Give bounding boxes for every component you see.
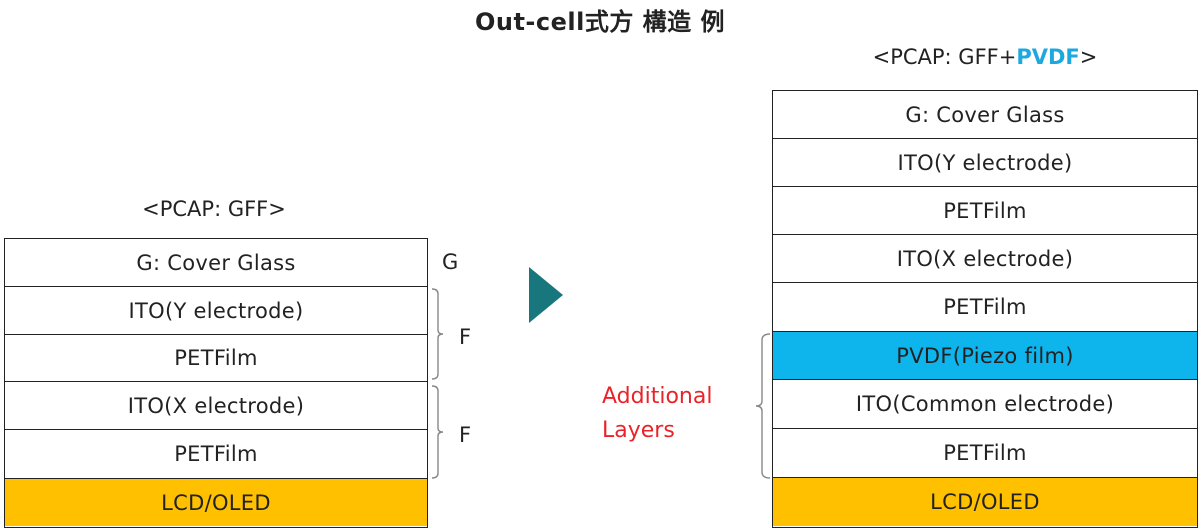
right-stack-header: <PCAP: GFF+PVDF>	[772, 45, 1198, 69]
right-layer-pet-film-1: PETFilm	[773, 187, 1197, 235]
left-stack-header: <PCAP: GFF>	[142, 197, 286, 221]
right-layer-cover-glass: G: Cover Glass	[773, 91, 1197, 139]
right-layer-lcd-oled: LCD/OLED	[773, 478, 1197, 526]
left-layer-ito-y: ITO(Y electrode)	[5, 287, 427, 335]
right-layer-ito-common: ITO(Common electrode)	[773, 380, 1197, 429]
additional-layers-label: Additional Layers	[602, 380, 712, 448]
left-layer-ito-x: ITO(X electrode)	[5, 382, 427, 430]
left-layer-cover-glass: G: Cover Glass	[5, 239, 427, 287]
left-layer-pet-film-2: PETFilm	[5, 430, 427, 479]
right-header-suffix: >	[1079, 45, 1098, 69]
right-layer-stack: G: Cover Glass ITO(Y electrode) PETFilm …	[772, 90, 1198, 528]
left-label-g: G	[442, 250, 459, 274]
left-label-f1: F	[459, 325, 472, 349]
right-header-highlight: PVDF	[1016, 45, 1080, 69]
additional-label-line1: Additional	[602, 384, 713, 409]
right-header-prefix: <PCAP: GFF+	[872, 45, 1017, 69]
left-layer-lcd-oled: LCD/OLED	[5, 479, 427, 526]
right-layer-pet-film-3: PETFilm	[773, 429, 1197, 478]
transition-arrow-icon	[529, 267, 563, 323]
left-layer-pet-film-1: PETFilm	[5, 335, 427, 382]
left-bracket-f2	[431, 385, 444, 479]
left-bracket-f1	[431, 288, 444, 380]
right-layer-pet-film-2: PETFilm	[773, 283, 1197, 332]
left-label-f2: F	[459, 423, 472, 447]
additional-layers-bracket	[755, 333, 771, 479]
right-layer-ito-y: ITO(Y electrode)	[773, 139, 1197, 187]
diagram-title: Out-cell式方 構造 例	[474, 8, 726, 36]
right-layer-pvdf: PVDF(Piezo film)	[773, 332, 1197, 380]
right-layer-ito-x: ITO(X electrode)	[773, 235, 1197, 283]
additional-label-line2: Layers	[602, 418, 675, 443]
left-layer-stack: G: Cover Glass ITO(Y electrode) PETFilm …	[4, 238, 428, 528]
